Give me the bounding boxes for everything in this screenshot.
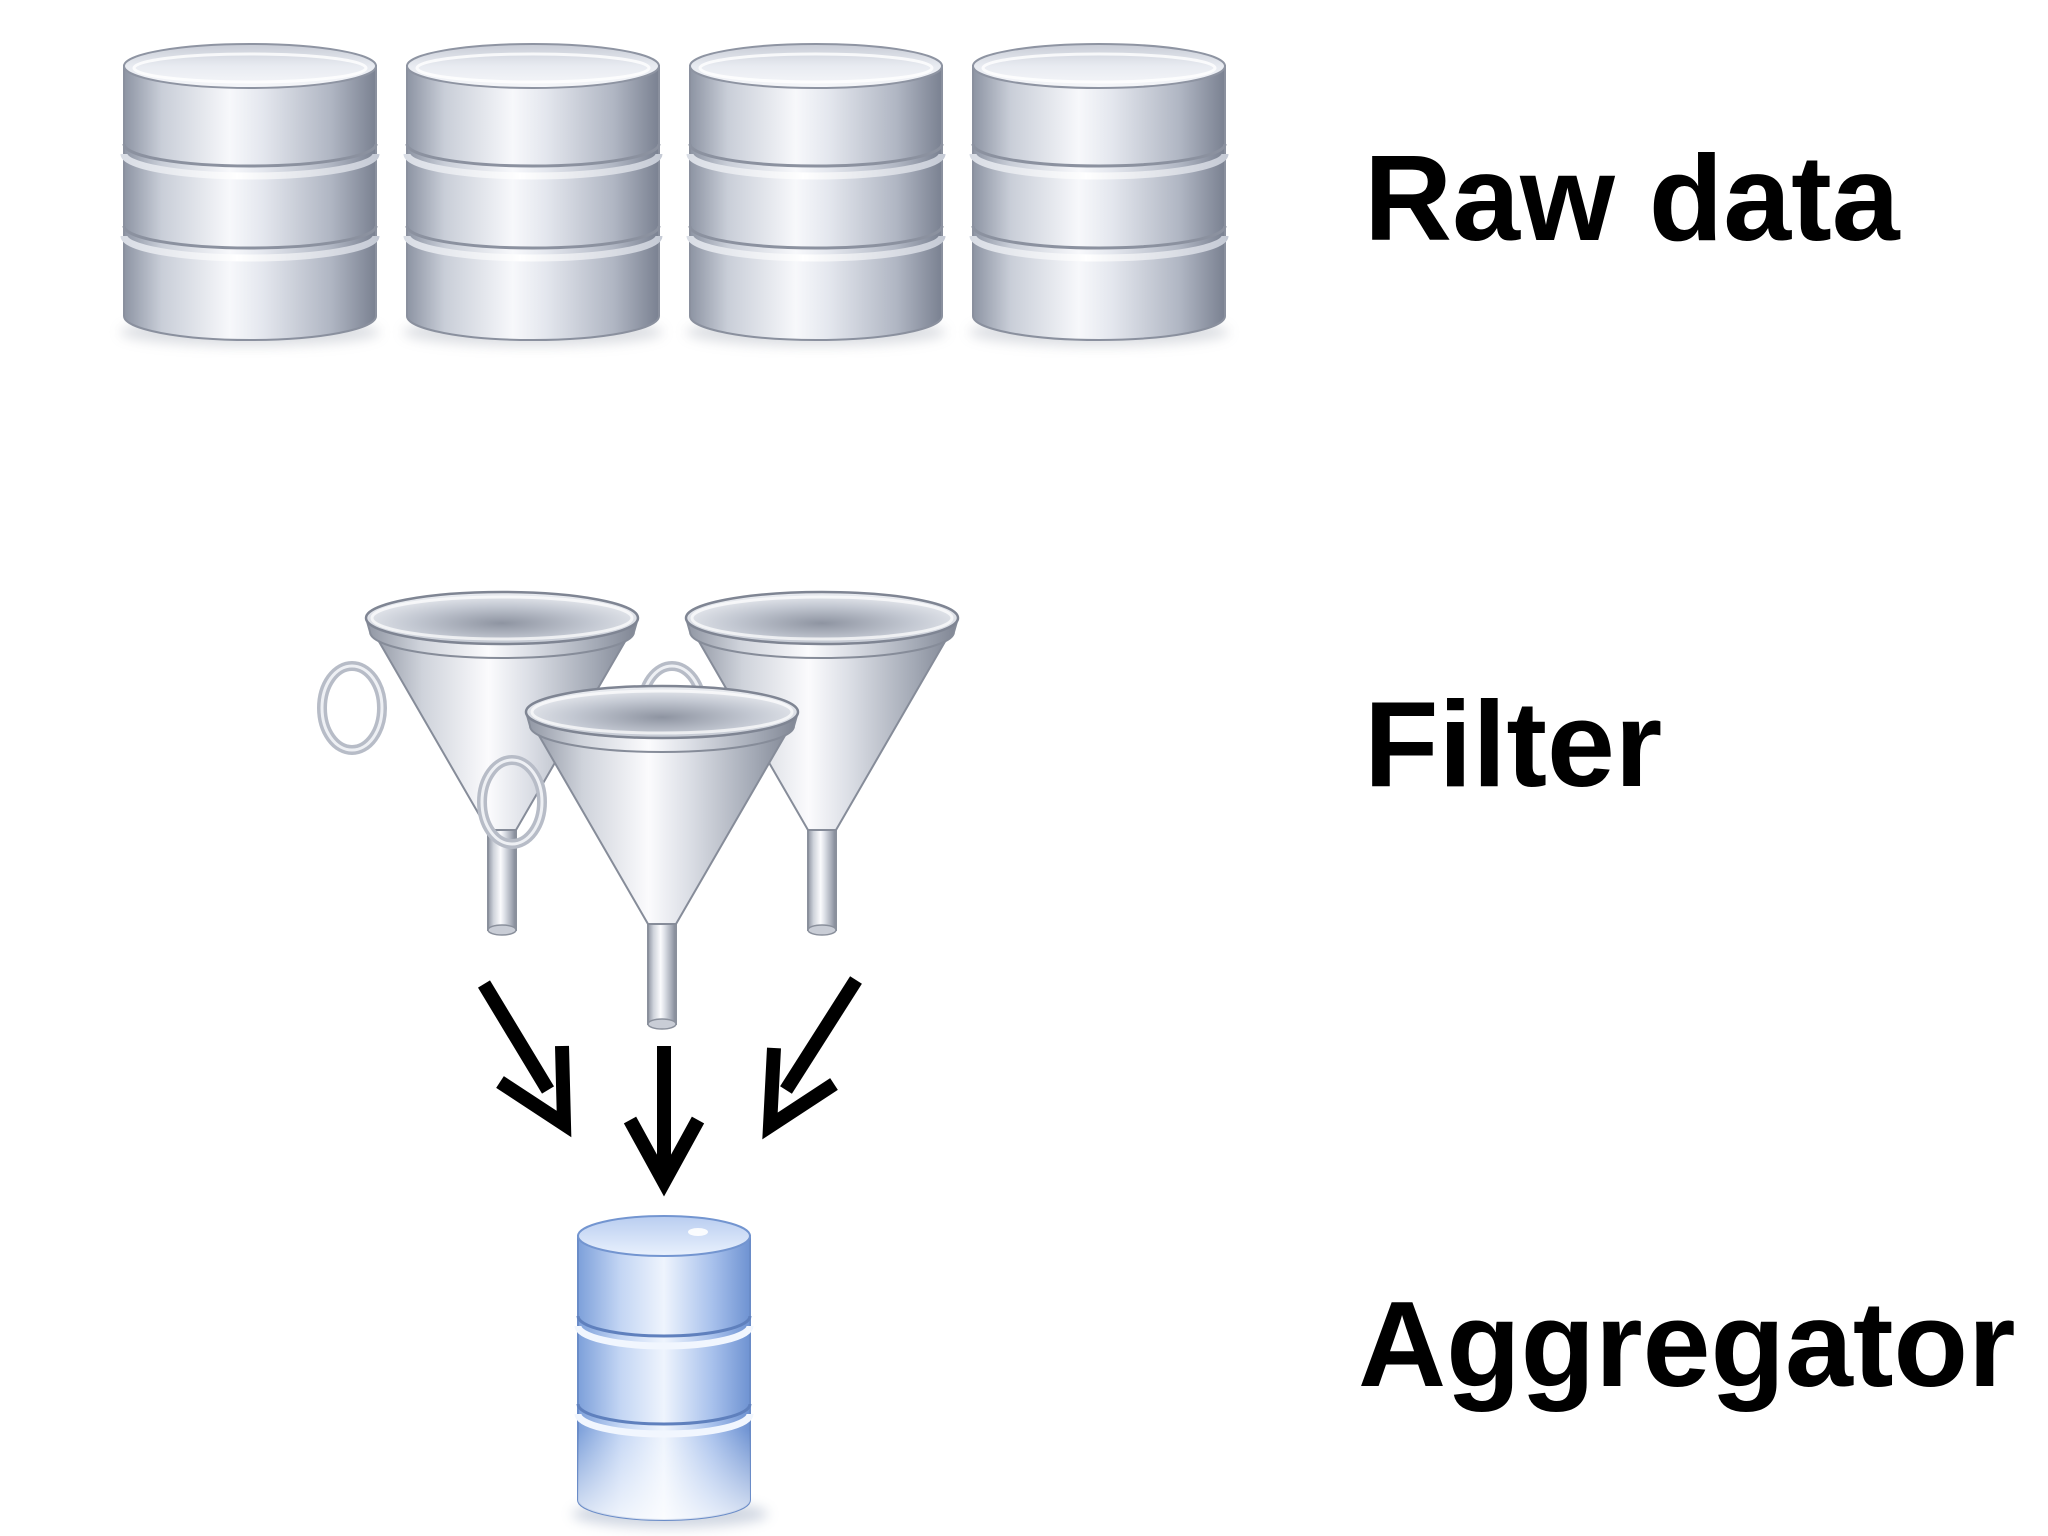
- filter-group: [317, 590, 960, 1030]
- arrow-group: [478, 976, 862, 1197]
- funnel-icon: [637, 590, 960, 936]
- filter-label: Filter: [1364, 676, 1662, 812]
- raw-data-store-row: [120, 43, 1229, 346]
- funnel-icon: [317, 590, 640, 936]
- database-icon: [686, 43, 946, 346]
- arrow-down-left-icon: [762, 976, 862, 1140]
- database-icon: [572, 1215, 768, 1528]
- database-icon: [403, 43, 663, 346]
- arrow-down-right-icon: [478, 980, 572, 1138]
- database-icon: [120, 43, 380, 346]
- arrow-down-icon: [623, 1046, 705, 1197]
- funnel-icon: [477, 684, 800, 1030]
- aggregator-label: Aggregator: [1358, 1276, 2015, 1412]
- raw-data-label: Raw data: [1364, 130, 1901, 266]
- database-icon: [969, 43, 1229, 346]
